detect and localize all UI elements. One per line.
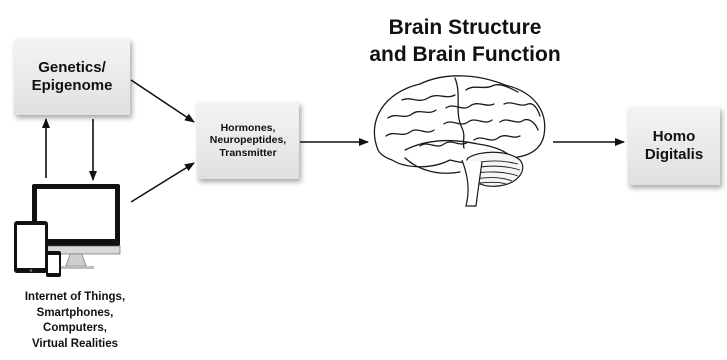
devices-label: Internet of Things, Smartphones, Compute… bbox=[0, 290, 150, 352]
